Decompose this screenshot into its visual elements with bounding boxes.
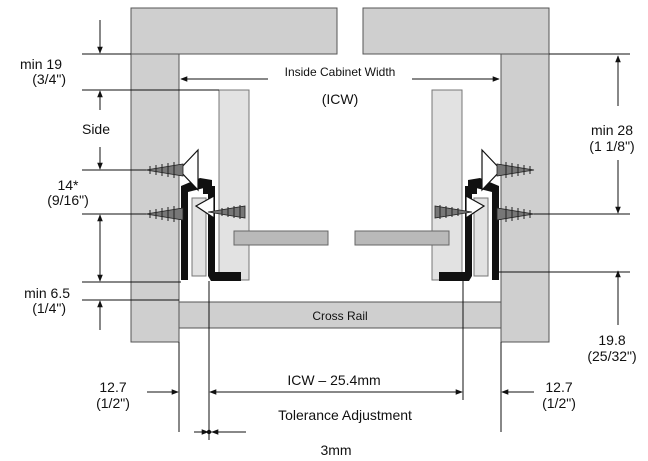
- dim198-mm-label: 19.8: [598, 332, 625, 348]
- drawer-side-left: [218, 89, 250, 281]
- min65-in-label: (1/4"): [32, 300, 66, 316]
- min28-in-label: (1 1/8"): [589, 138, 634, 154]
- min19-mm-label: min 19: [20, 56, 62, 72]
- cabinet-side-right-panel: [500, 53, 550, 343]
- dim14-mm-label: 14*: [57, 177, 79, 193]
- cabinet-top-left-panel: [130, 7, 338, 55]
- dim198-in-label: (25/32"): [587, 348, 636, 364]
- left127-mm-label: 12.7: [99, 379, 126, 395]
- inside-cabinet-width-label: Inside Cabinet Width: [285, 65, 396, 79]
- cabinet-top-right-panel: [362, 7, 550, 55]
- drawer-bottom-left: [233, 230, 329, 246]
- cross-rail: [178, 301, 502, 329]
- screw-icon: [145, 206, 184, 222]
- three-mm-label: 3mm: [320, 442, 351, 458]
- screw-icon: [496, 206, 535, 222]
- min28-mm-label: min 28: [591, 122, 633, 138]
- right127-mm-label: 12.7: [545, 379, 572, 395]
- icw-label: (ICW): [322, 91, 359, 107]
- screw-icon: [145, 162, 184, 178]
- screw-icon: [434, 205, 473, 219]
- left127-in-label: (1/2"): [96, 395, 130, 411]
- side-label: Side: [82, 121, 110, 137]
- min65-mm-label: min 6.5: [24, 285, 70, 301]
- screw-icon: [496, 162, 535, 178]
- drawer-bottom-right: [354, 230, 450, 246]
- min19-in-label: (3/4"): [32, 71, 66, 87]
- screw-icon: [207, 205, 246, 219]
- slide-profile-right: [439, 148, 502, 281]
- icw-minus-label: ICW – 25.4mm: [287, 372, 380, 388]
- dim14-in-label: (9/16"): [47, 192, 89, 208]
- cabinet-side-left-panel: [130, 53, 180, 343]
- drawer-side-right: [431, 89, 463, 281]
- cross-rail-label: Cross Rail: [312, 309, 367, 323]
- slide-profile-left: [178, 148, 241, 281]
- tolerance-label: Tolerance Adjustment: [278, 407, 412, 423]
- right127-in-label: (1/2"): [542, 395, 576, 411]
